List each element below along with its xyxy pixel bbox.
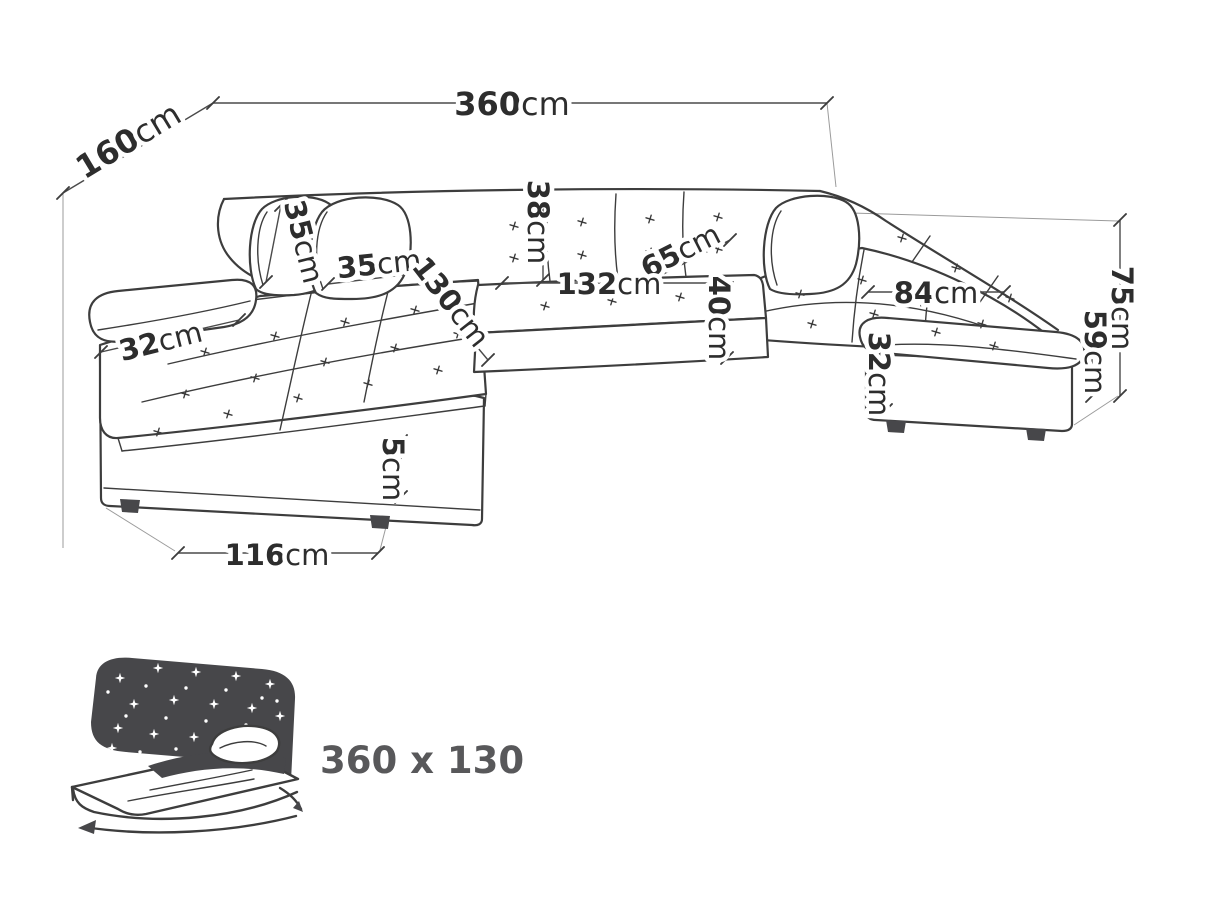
dim-total-height: 75cm xyxy=(1105,266,1139,351)
dim-unit: cm xyxy=(521,85,570,123)
right-armrest xyxy=(858,316,1086,370)
sofa-feet xyxy=(120,420,1046,529)
dim-right-seat-width: 84cm xyxy=(894,276,979,310)
dim-unit: cm xyxy=(862,372,896,416)
pillow-left-front xyxy=(308,196,412,301)
dim-unit: cm xyxy=(376,457,410,501)
dim-value: 35 xyxy=(335,247,379,285)
dim-seat-front-height: 40cm xyxy=(702,276,736,361)
dim-value: 84 xyxy=(894,276,934,310)
dim-value: 116 xyxy=(225,538,286,572)
dim-value: 38 xyxy=(521,180,555,220)
dim-unit: cm xyxy=(285,538,329,572)
dimension-frame xyxy=(56,96,1127,560)
dim-total-depth: 160cm xyxy=(69,95,188,187)
sofa-drawing xyxy=(88,187,1086,529)
center-back-cushions xyxy=(545,191,687,282)
dim-unit: cm xyxy=(702,316,736,360)
dim-unit: cm xyxy=(1078,350,1112,394)
sleeping-function-icon xyxy=(70,657,303,834)
backrest xyxy=(216,187,1060,332)
dim-value: 75 xyxy=(1105,266,1139,306)
dim-center-seat-width: 132cm xyxy=(557,267,662,301)
dim-value: 360 xyxy=(454,85,521,123)
dimension-labels: 360cm 160cm 35cm 35cm 38cm 65cm 132cm 40… xyxy=(65,81,1144,577)
dim-unit: cm xyxy=(617,267,661,301)
sleeping-size-label: 360 x 130 xyxy=(320,739,524,782)
dim-unit: cm xyxy=(1105,306,1139,350)
dim-back-cushion-height: 38cm xyxy=(521,180,555,265)
unfold-arrow xyxy=(78,786,303,834)
dim-total-width: 360cm xyxy=(454,85,570,123)
dim-plinth-height: 5cm xyxy=(376,437,410,501)
dim-value: 40 xyxy=(702,276,736,316)
dim-unit: cm xyxy=(934,276,978,310)
dim-value: 5 xyxy=(376,437,410,457)
dim-armrest-right-width: 32cm xyxy=(862,332,896,417)
mattress-pillow xyxy=(208,724,281,765)
center-bench-front xyxy=(472,316,770,374)
inner-dimension-lines xyxy=(94,185,1011,504)
dim-seat-height: 59cm xyxy=(1078,310,1112,395)
dim-value: 59 xyxy=(1078,310,1112,350)
dim-chaise-width: 116cm xyxy=(225,538,330,572)
right-base xyxy=(864,352,1074,433)
dim-unit: cm xyxy=(521,220,555,264)
dim-value: 32 xyxy=(862,332,896,372)
pillow-right xyxy=(762,194,861,296)
dim-value: 132 xyxy=(557,267,618,301)
